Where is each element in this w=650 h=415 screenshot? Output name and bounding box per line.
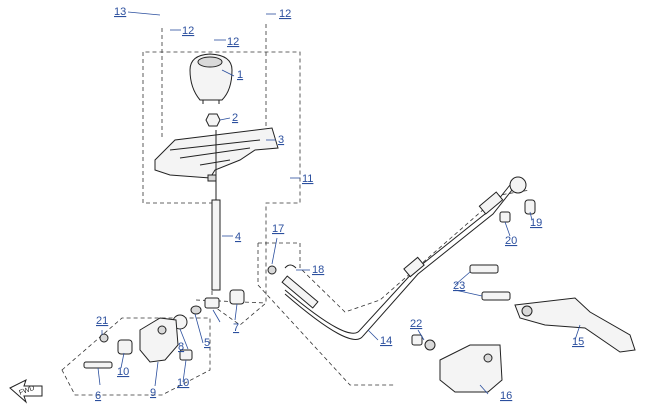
shift-knob [189,53,233,104]
cable-clip [284,264,297,269]
part-label-22: 22 [410,318,422,330]
part-label-10a: 10 [117,366,129,378]
part-label-12a: 12 [182,25,194,37]
part-label-23: 23 [453,280,465,292]
part-label-13: 13 [114,6,126,18]
part-label-19: 19 [530,217,542,229]
part-label-14: 14 [380,335,392,347]
part-label-15: 15 [572,336,584,348]
part-label-1: 1 [237,69,243,81]
group-frame-9 [61,317,211,396]
leader-lines [97,11,581,395]
nut-part [205,113,221,127]
part-label-10b: 10 [177,377,189,389]
group-frame-14 [257,189,531,386]
part-label-2: 2 [232,112,238,124]
part-label-8: 8 [178,341,184,353]
support-plate [439,344,503,393]
part-label-11: 11 [302,173,313,185]
small-bolts [411,199,536,351]
shift-cable [267,176,527,340]
lower-bracket [117,317,193,363]
part-label-12b: 12 [227,36,239,48]
part-label-9: 9 [150,387,156,399]
part-label-17: 17 [272,223,284,235]
part-label-5: 5 [204,337,210,349]
part-label-12c: 12 [279,8,291,20]
pivot-bolt [83,333,113,369]
shift-arm [514,297,636,353]
shift-lever-rod [211,130,221,291]
part-label-16: 16 [500,390,512,402]
part-label-6: 6 [95,390,101,402]
part-label-21: 21 [96,315,108,327]
group-frame-11 [142,51,301,326]
part-label-18: 18 [312,264,324,276]
part-label-4: 4 [235,231,241,243]
part-label-7: 7 [233,322,239,334]
part-label-20: 20 [505,235,517,247]
part-label-3: 3 [278,134,284,146]
forward-arrow: FWD [9,379,43,404]
